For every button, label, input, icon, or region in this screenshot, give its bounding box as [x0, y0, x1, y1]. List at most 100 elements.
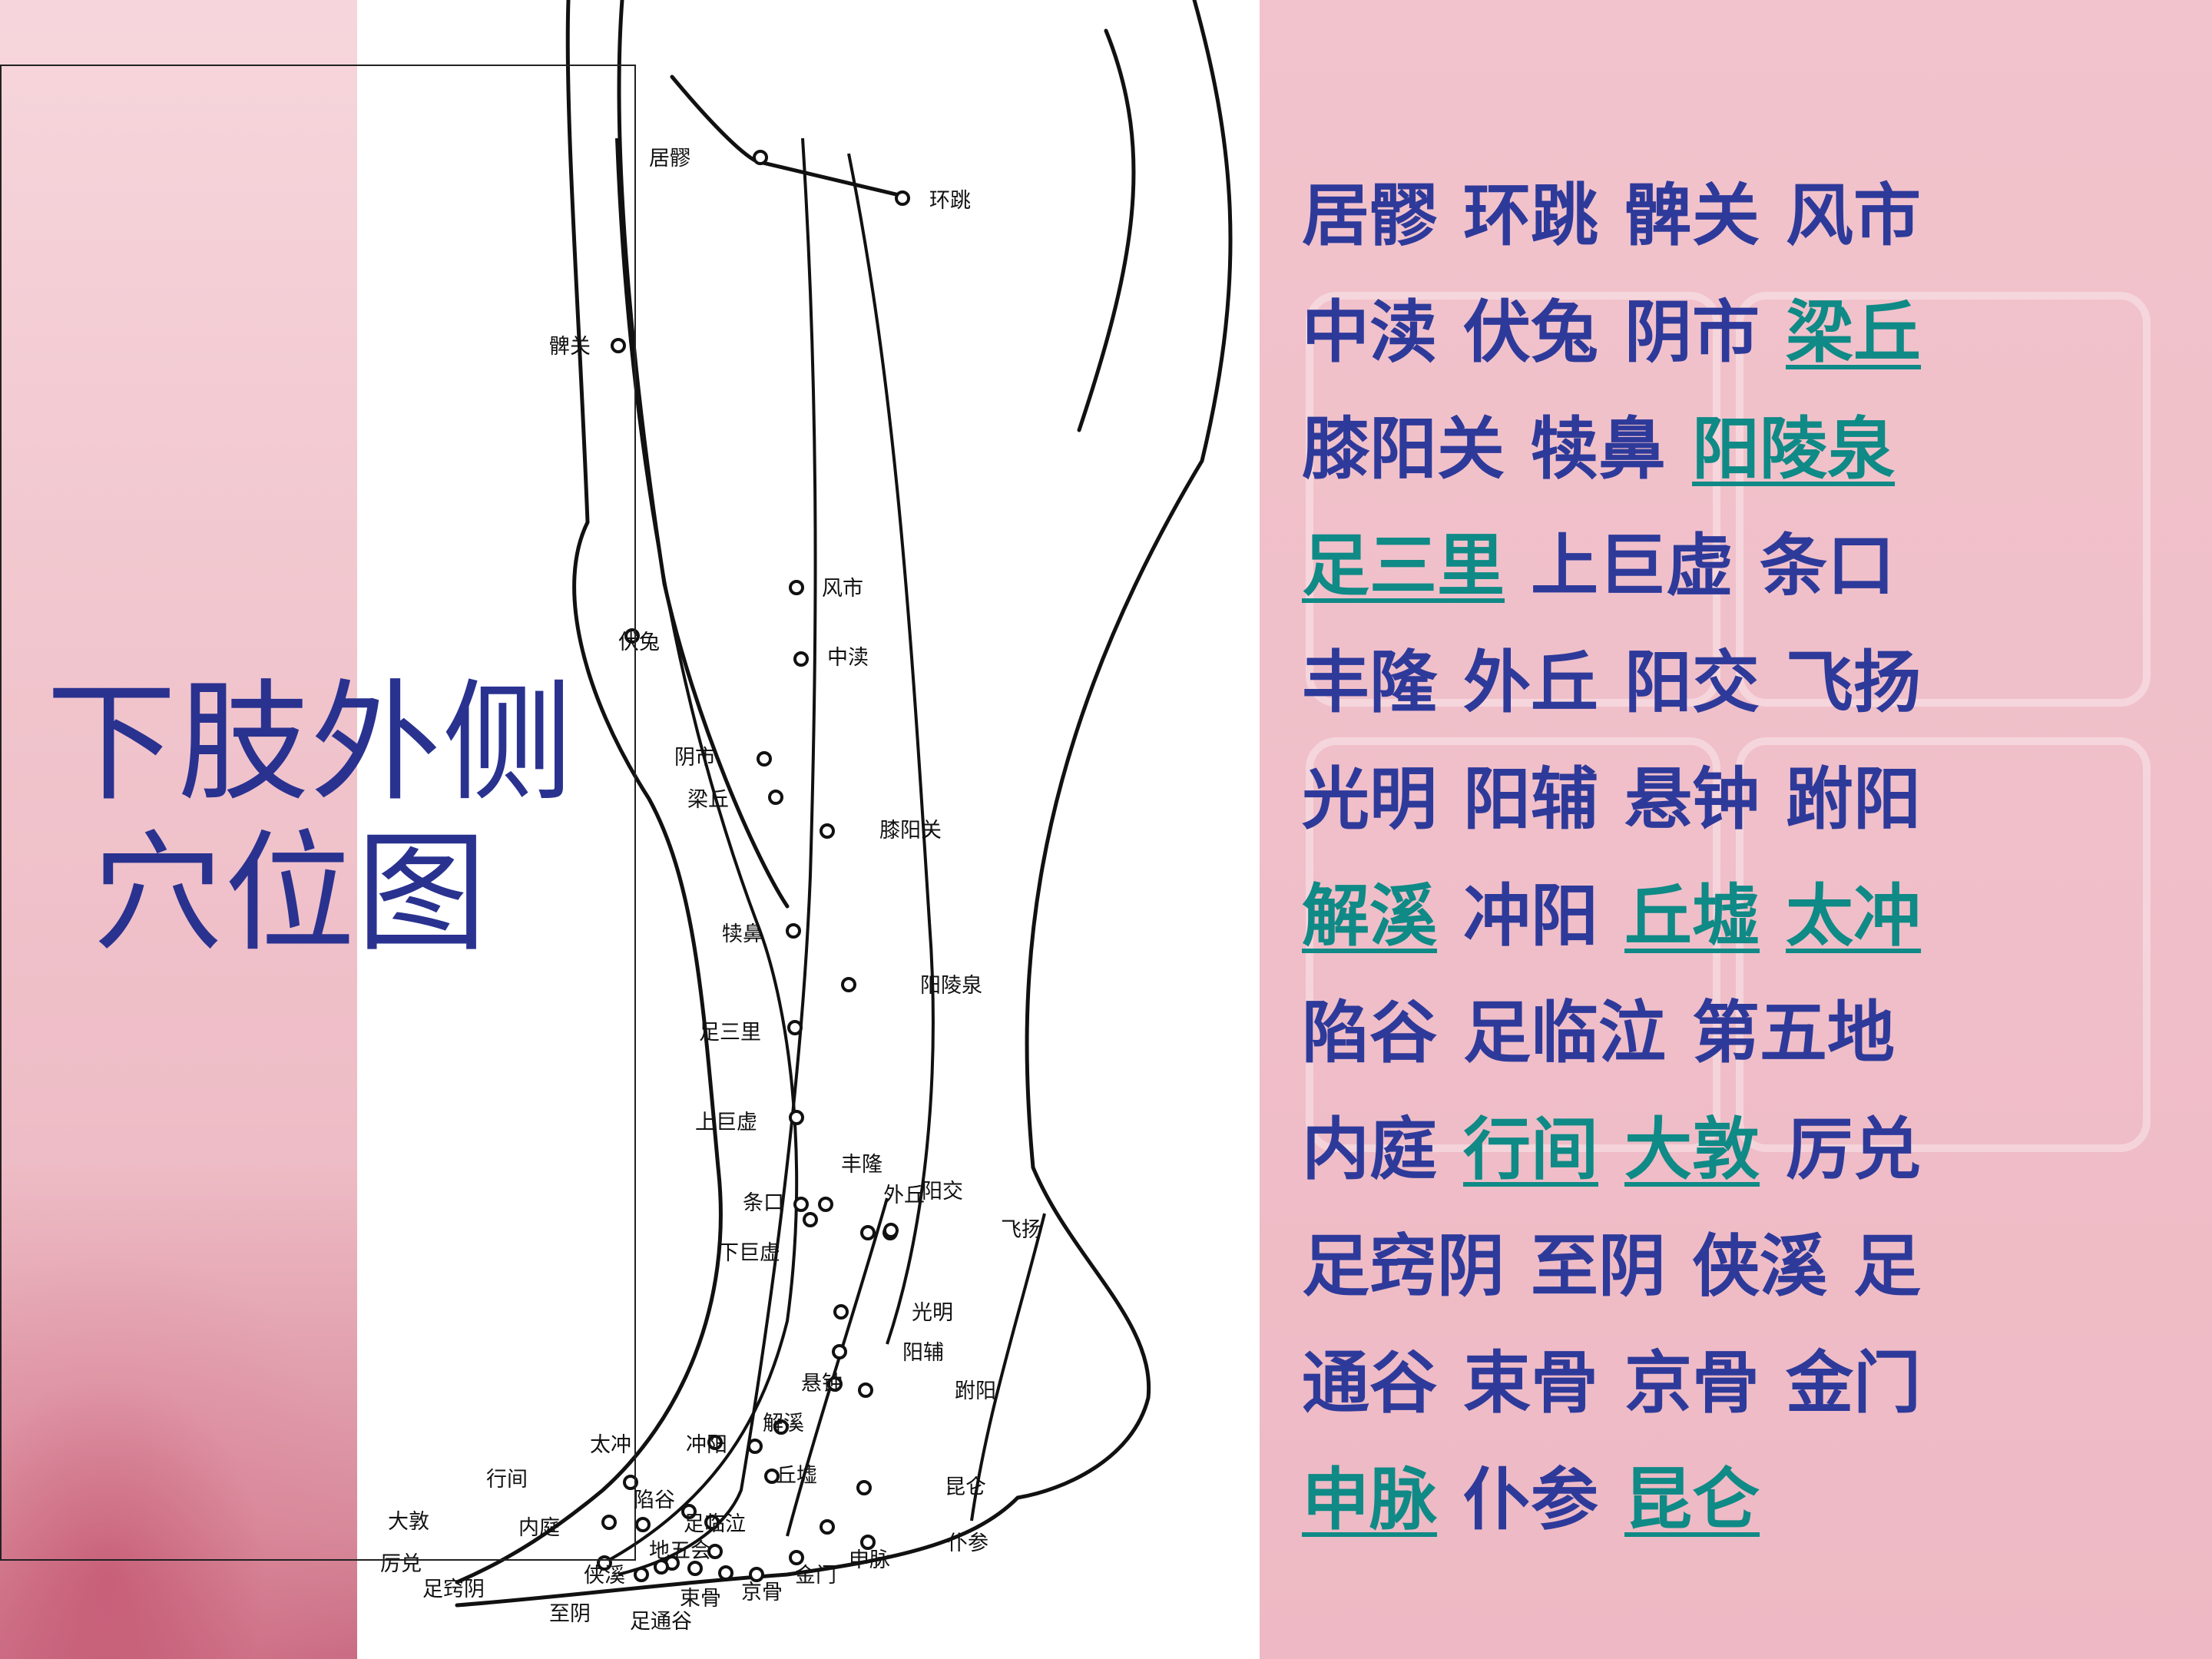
- acupoint-marker: [601, 1515, 617, 1530]
- acupoint-name: 厉兑: [1786, 1110, 1922, 1189]
- acupoint-link[interactable]: 丘墟: [1624, 876, 1760, 955]
- acupoint-name: 足窍阴: [1302, 1227, 1505, 1306]
- acupoint-marker: [681, 1504, 697, 1519]
- acupoint-name: 至阴: [1531, 1227, 1667, 1306]
- acupoint-line: 申脉仆参昆仑: [1302, 1442, 2185, 1558]
- acupoint-name: 悬钟: [1624, 760, 1760, 839]
- acupoint-link[interactable]: 阳陵泉: [1692, 409, 1896, 488]
- title-line-1: 下肢外侧: [46, 667, 575, 820]
- label-dubi: 犊鼻: [722, 922, 763, 946]
- label-neiting: 内庭: [518, 1516, 560, 1540]
- label-yangjiao: 阳交: [922, 1180, 963, 1204]
- label-juliao: 居髎: [649, 147, 690, 171]
- label-lidui: 厉兑: [380, 1552, 422, 1576]
- label-jinmen: 金门: [795, 1564, 836, 1588]
- acupoint-line: 通谷束骨京骨金门: [1302, 1325, 2185, 1442]
- acupoint-name: 上巨虚: [1531, 526, 1734, 605]
- label-xiangu: 陷谷: [634, 1488, 675, 1512]
- acupoint-line: 居髎环跳髀关风市: [1302, 157, 2185, 274]
- label-zutonggu: 足通谷: [630, 1610, 692, 1634]
- acupoint-marker: [858, 1382, 873, 1398]
- acupoint-line: 足窍阴至阴侠溪足: [1302, 1208, 2185, 1325]
- label-tiaokou: 条口: [743, 1191, 784, 1215]
- acupoint-name: 条口: [1760, 526, 1896, 605]
- acupoint-name: 冲阳: [1463, 876, 1599, 955]
- acupoint-line: 足三里上巨虚条口: [1302, 508, 2185, 624]
- acupoint-name: 跗阳: [1786, 760, 1922, 839]
- label-fuyang: 跗阳: [955, 1379, 996, 1403]
- acupoint-name: 犊鼻: [1531, 409, 1667, 488]
- acupoint-marker: [634, 1567, 649, 1582]
- label-huantiao: 环跳: [929, 189, 971, 213]
- acupoint-name: 足临泣: [1463, 993, 1667, 1072]
- acupoint-marker: [856, 1480, 872, 1495]
- acupoint-marker: [820, 823, 835, 839]
- acupoint-name: 环跳: [1463, 176, 1599, 255]
- acupoint-marker: [749, 1567, 764, 1582]
- acupoint-line: 陷谷足临泣第五地: [1302, 975, 2185, 1091]
- acupoint-name: 飞扬: [1786, 643, 1922, 722]
- label-zusanli: 足三里: [699, 1021, 761, 1045]
- acupoint-marker: [832, 1344, 847, 1359]
- acupoint-marker: [841, 977, 856, 992]
- label-liangqiu: 梁丘: [687, 788, 729, 812]
- acupoint-link[interactable]: 行间: [1463, 1110, 1599, 1189]
- acupoint-marker: [833, 1304, 849, 1320]
- acupoint-name: 金门: [1786, 1343, 1922, 1422]
- acupoint-marker: [687, 1561, 703, 1576]
- acupoint-name: 仆参: [1463, 1460, 1599, 1539]
- acupoint-marker: [895, 190, 910, 206]
- acupoint-name: 膝阳关: [1302, 409, 1505, 488]
- label-shangjuxu: 上巨虚: [695, 1111, 757, 1134]
- label-zulinqi: 足临泣: [684, 1512, 746, 1536]
- acupoint-link[interactable]: 大敦: [1624, 1110, 1760, 1189]
- label-futu: 伏兔: [618, 631, 660, 654]
- acupoint-line: 光明阳辅悬钟跗阳: [1302, 741, 2185, 858]
- title-line-2: 穴位图: [92, 818, 489, 970]
- acupoint-name: 陷谷: [1302, 993, 1438, 1072]
- acupoint-diagram: 居髎 环跳 髀关 风市 伏兔 中渎 阴市 梁丘 膝阳关 犊鼻 阳陵泉 足三里 上…: [380, 0, 1233, 1634]
- acupoint-marker: [707, 1435, 723, 1450]
- acupoint-marker: [718, 1565, 733, 1581]
- slide-title: 下肢外侧 穴位图: [46, 668, 599, 969]
- label-kunlun: 昆仑: [945, 1475, 986, 1499]
- label-qiuxu: 丘墟: [776, 1464, 817, 1488]
- right-background-panel: [1260, 0, 2212, 1659]
- label-biguan: 髀关: [549, 335, 591, 359]
- label-shugu: 束骨: [680, 1587, 721, 1611]
- left-background-panel: [0, 0, 357, 1659]
- label-xingjian: 行间: [486, 1468, 528, 1492]
- label-waiqiu: 外丘: [883, 1184, 925, 1207]
- acupoint-name: 阳辅: [1463, 760, 1599, 839]
- acupoint-marker: [789, 1110, 804, 1125]
- acupoint-marker: [789, 1550, 804, 1565]
- label-zuqiaoyin: 足窍阴: [422, 1578, 485, 1601]
- acupoint-name: 内庭: [1302, 1110, 1438, 1189]
- label-fengshi: 风市: [822, 577, 863, 601]
- acupoint-link[interactable]: 足三里: [1302, 526, 1505, 605]
- label-dadun: 大敦: [388, 1510, 429, 1534]
- acupoint-link[interactable]: 申脉: [1302, 1460, 1438, 1539]
- acupoint-marker: [757, 751, 772, 767]
- acupoint-link[interactable]: 昆仑: [1624, 1460, 1760, 1539]
- label-zhongdu: 中渎: [827, 646, 869, 670]
- acupoint-link[interactable]: 解溪: [1302, 876, 1438, 955]
- acupoint-name: 外丘: [1463, 643, 1599, 722]
- acupoint-name: 通谷: [1302, 1343, 1438, 1422]
- acupoint-marker: [818, 1197, 833, 1212]
- acupoint-name: 束骨: [1463, 1343, 1599, 1422]
- acupoint-marker: [786, 923, 801, 939]
- acupoint-name: 居髎: [1302, 176, 1438, 255]
- label-yanglingquan: 阳陵泉: [920, 974, 982, 998]
- acupoint-link[interactable]: 太冲: [1786, 876, 1922, 955]
- acupoint-name: 丰隆: [1302, 643, 1438, 722]
- label-chongyang: 冲阳: [686, 1433, 727, 1457]
- label-xuanzhong: 悬钟: [801, 1372, 843, 1396]
- label-fenglong: 丰隆: [841, 1153, 882, 1177]
- acupoint-link[interactable]: 梁丘: [1786, 293, 1922, 372]
- acupoint-marker: [773, 1419, 789, 1435]
- label-feiyang: 飞扬: [1001, 1218, 1042, 1242]
- acupoint-line: 中渎伏兔阴市梁丘: [1302, 274, 2185, 391]
- acupoint-marker: [789, 580, 804, 595]
- acupoint-marker: [635, 1517, 651, 1532]
